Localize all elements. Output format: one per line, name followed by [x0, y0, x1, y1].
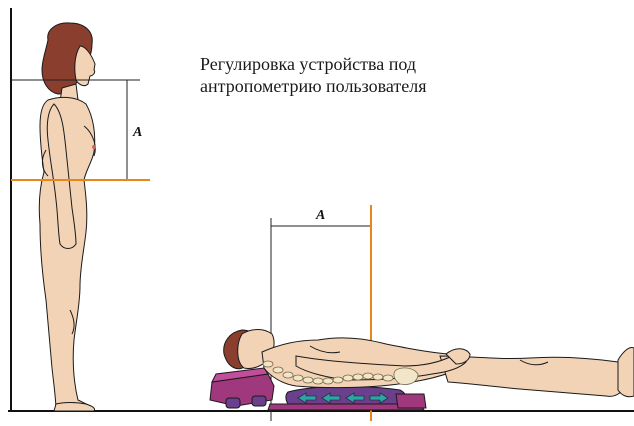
lying-foot	[618, 348, 634, 397]
vertebra	[283, 372, 293, 378]
vertebra	[363, 373, 373, 379]
device-head-wheel-right	[252, 396, 266, 406]
vertebra	[303, 377, 313, 383]
standing-nipple	[92, 145, 96, 149]
vertebra	[293, 375, 303, 381]
lying-man-figure	[224, 330, 634, 397]
vertebra	[263, 361, 273, 367]
diagram-caption: Регулировка устройства под антропометрию…	[200, 53, 540, 97]
caption-line-1: Регулировка устройства под	[200, 53, 540, 75]
lying-dimension-label: A	[315, 208, 325, 223]
vertebra	[383, 375, 393, 381]
vertebra	[373, 374, 383, 380]
device-head-wheel-left	[226, 398, 240, 408]
standing-feet	[54, 403, 95, 412]
lying-legs	[440, 356, 629, 396]
vertebra	[353, 374, 363, 380]
standing-dimension-label: A	[132, 125, 142, 140]
vertebra	[313, 378, 323, 384]
vertebra	[273, 367, 283, 373]
caption-line-2: антропометрию пользователя	[200, 75, 540, 97]
device-rear-block	[396, 394, 426, 408]
standing-body	[39, 97, 95, 410]
pelvis	[394, 368, 418, 385]
vertebra	[323, 378, 333, 384]
standing-woman-figure	[39, 23, 96, 411]
vertebra	[333, 377, 343, 383]
vertebra	[343, 375, 353, 381]
